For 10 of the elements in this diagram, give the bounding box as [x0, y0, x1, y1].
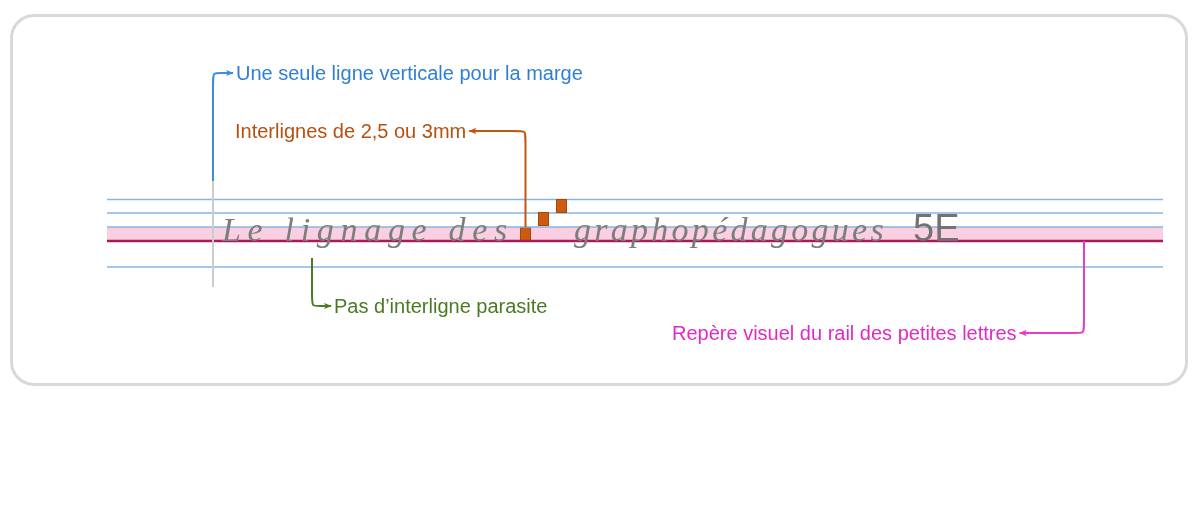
leader-arrow	[212, 69, 234, 182]
leader-arrow	[311, 257, 332, 310]
callout-label: Une seule ligne verticale pour la marge	[233, 61, 586, 85]
callout-label: Pas d’interligne parasite	[331, 294, 551, 318]
leader-arrow	[468, 127, 527, 228]
leader-arrow	[1018, 240, 1085, 337]
callout-label: Interlignes de 2,5 ou 3mm	[232, 119, 470, 143]
margin-line	[212, 181, 214, 287]
callout-label: Repère visuel du rail des petites lettres	[669, 321, 1020, 345]
square-marker-icon	[520, 227, 531, 241]
